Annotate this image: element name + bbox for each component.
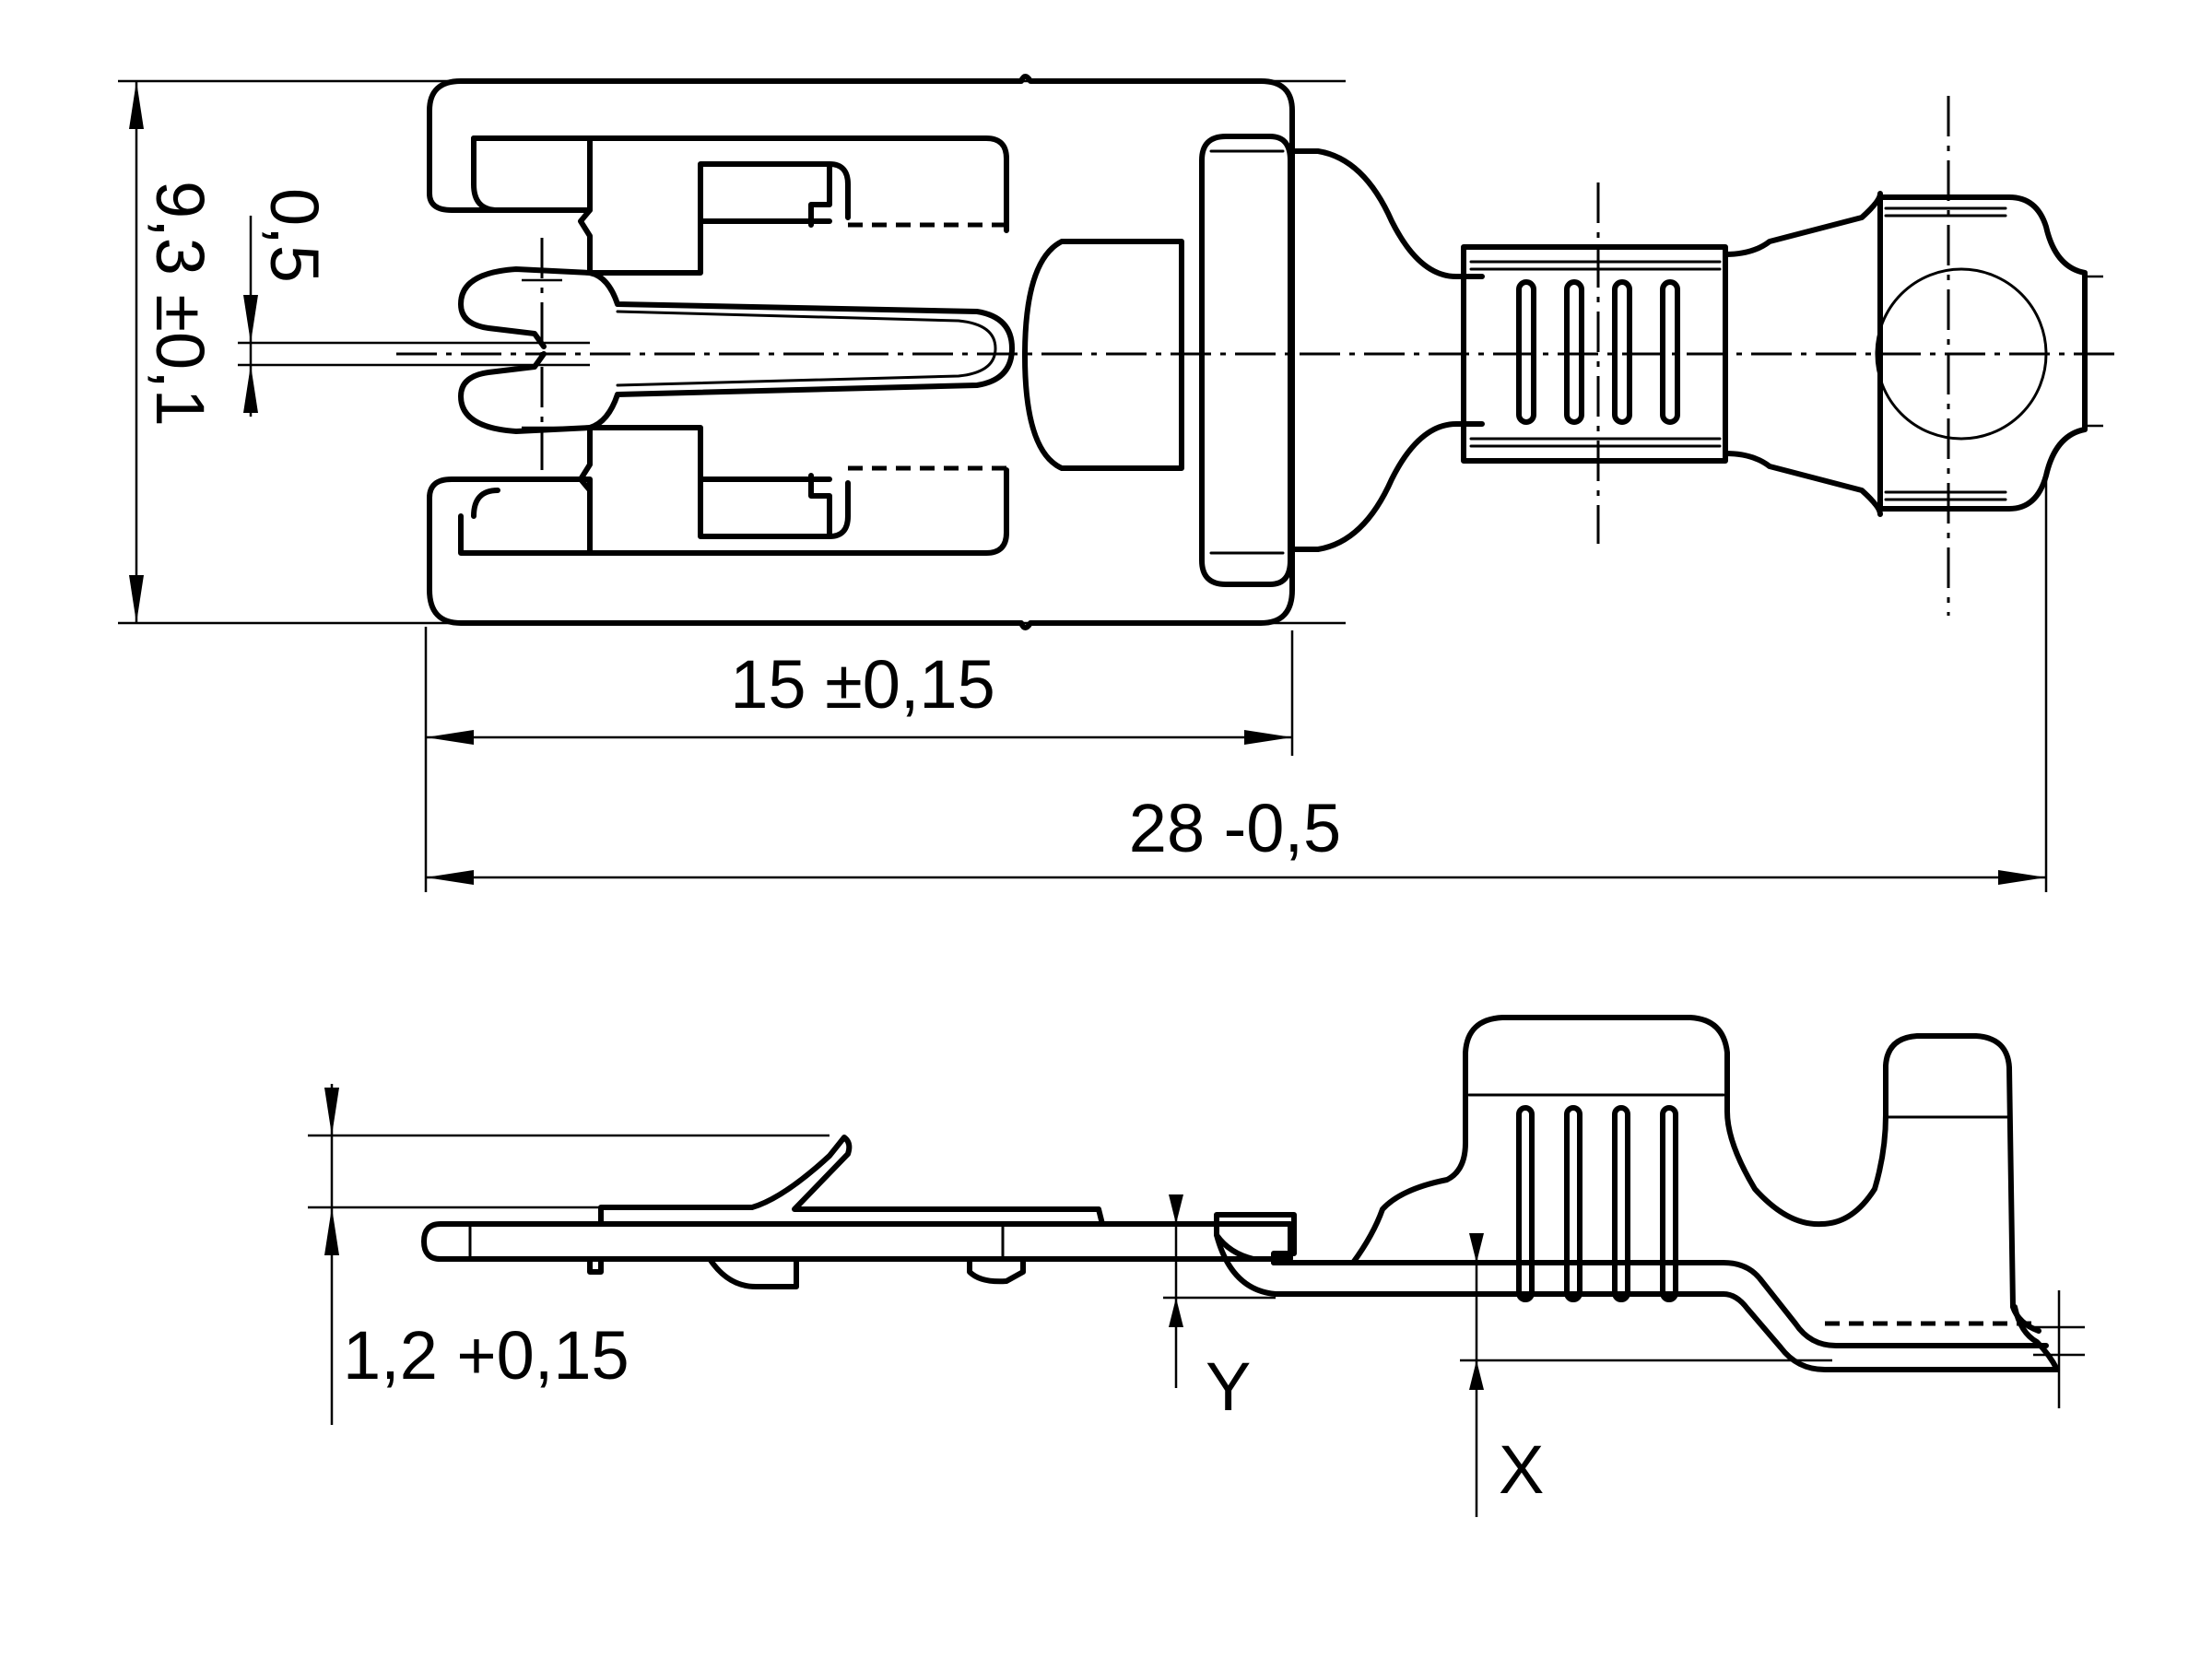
contact-body-outline xyxy=(427,74,1295,630)
serration-3 xyxy=(1612,279,1632,425)
label-y: Y xyxy=(1206,1348,1251,1425)
arrow-pitch-top xyxy=(243,295,258,343)
side-view: 1,2 +0,15 Y X xyxy=(308,1015,2085,1517)
contact-spring-nose-lower xyxy=(458,351,593,434)
insulation-crimp-edge-bottom xyxy=(1884,490,2007,501)
arrow-thickness-top xyxy=(324,1088,339,1135)
wire-crimp-edge-top xyxy=(1469,260,1722,271)
side-serration-4 xyxy=(1660,1105,1678,1302)
lower-latch xyxy=(578,425,851,539)
serration-2 xyxy=(1564,279,1584,425)
side-tab-left xyxy=(587,1256,604,1275)
side-wire-crimp xyxy=(1350,1015,2041,1334)
label-x: X xyxy=(1499,1431,1544,1508)
dimension-x: X xyxy=(1460,1233,1832,1517)
arrow-width-bottom xyxy=(129,575,144,623)
arrow-total-right xyxy=(1998,870,2046,885)
contact-spring-nose-upper xyxy=(458,266,593,349)
side-serration-1 xyxy=(1516,1105,1535,1302)
transition-lower xyxy=(1723,451,1883,517)
side-serration-3 xyxy=(1612,1105,1630,1302)
collar xyxy=(1199,134,1293,587)
dimension-y: Y xyxy=(1163,1194,1276,1425)
neck-upper xyxy=(1288,148,1485,279)
arrow-contact-right xyxy=(1244,730,1292,745)
transition-upper xyxy=(1723,191,1883,257)
transition-barrel xyxy=(1022,239,1184,471)
arrow-contact-left xyxy=(426,730,474,745)
side-tab xyxy=(707,1256,799,1289)
side-contact-body xyxy=(421,1221,1293,1262)
label-contact-length: 15 ±0,15 xyxy=(730,646,995,723)
crimp-serrations xyxy=(1516,279,1680,425)
arrow-thickness-bottom xyxy=(324,1207,339,1255)
side-base-strip xyxy=(1271,1260,2049,1348)
side-spring xyxy=(598,1135,1105,1227)
side-base-strip-bottom xyxy=(1273,1291,2060,1372)
neck-lower xyxy=(1288,421,1485,552)
dimension-thickness: 1,2 +0,15 xyxy=(308,1084,830,1425)
side-serrations xyxy=(1516,1105,1678,1302)
dimension-pitch: 0,5 xyxy=(238,188,590,417)
insulation-crimp-edge-top xyxy=(1884,206,2007,218)
insulation-crimp xyxy=(1877,194,2088,512)
serration-1 xyxy=(1516,279,1536,425)
label-pitch: 0,5 xyxy=(256,188,333,283)
contact-body-outline-top xyxy=(427,78,593,213)
dimension-total-length: 28 -0,5 xyxy=(426,479,2048,892)
lower-slot xyxy=(471,467,1009,556)
arrow-x-bottom xyxy=(1469,1360,1484,1390)
label-width-tolerance: 9,3 ±0,1 xyxy=(142,181,218,427)
label-total-length: 28 -0,5 xyxy=(1129,790,1341,866)
side-end-curve xyxy=(2012,1304,2060,1372)
arrow-total-left xyxy=(426,870,474,885)
upper-slot xyxy=(471,135,1009,233)
contact-spring xyxy=(587,270,1015,430)
arrow-width-top xyxy=(129,81,144,129)
dimension-width: 9,3 ±0,1 xyxy=(129,81,218,623)
dimension-contact-length: 15 ±0,15 xyxy=(424,627,1294,892)
side-tab-right xyxy=(967,1256,1026,1285)
top-view: 9,3 ±0,1 0,5 15 ±0,15 28 -0,5 xyxy=(118,74,2120,892)
arrow-x-top xyxy=(1469,1233,1484,1263)
arrow-y-bottom xyxy=(1169,1298,1183,1327)
wire-crimp-edge-bottom xyxy=(1469,437,1722,448)
arrow-y-top xyxy=(1169,1194,1183,1224)
arrow-pitch-bottom xyxy=(243,365,258,413)
side-serration-2 xyxy=(1564,1105,1583,1302)
serration-4 xyxy=(1660,279,1680,425)
contact-spring-inner xyxy=(616,310,997,387)
wire-crimp xyxy=(1461,244,1728,464)
upper-latch xyxy=(578,161,851,276)
label-thickness: 1,2 +0,15 xyxy=(343,1317,629,1394)
